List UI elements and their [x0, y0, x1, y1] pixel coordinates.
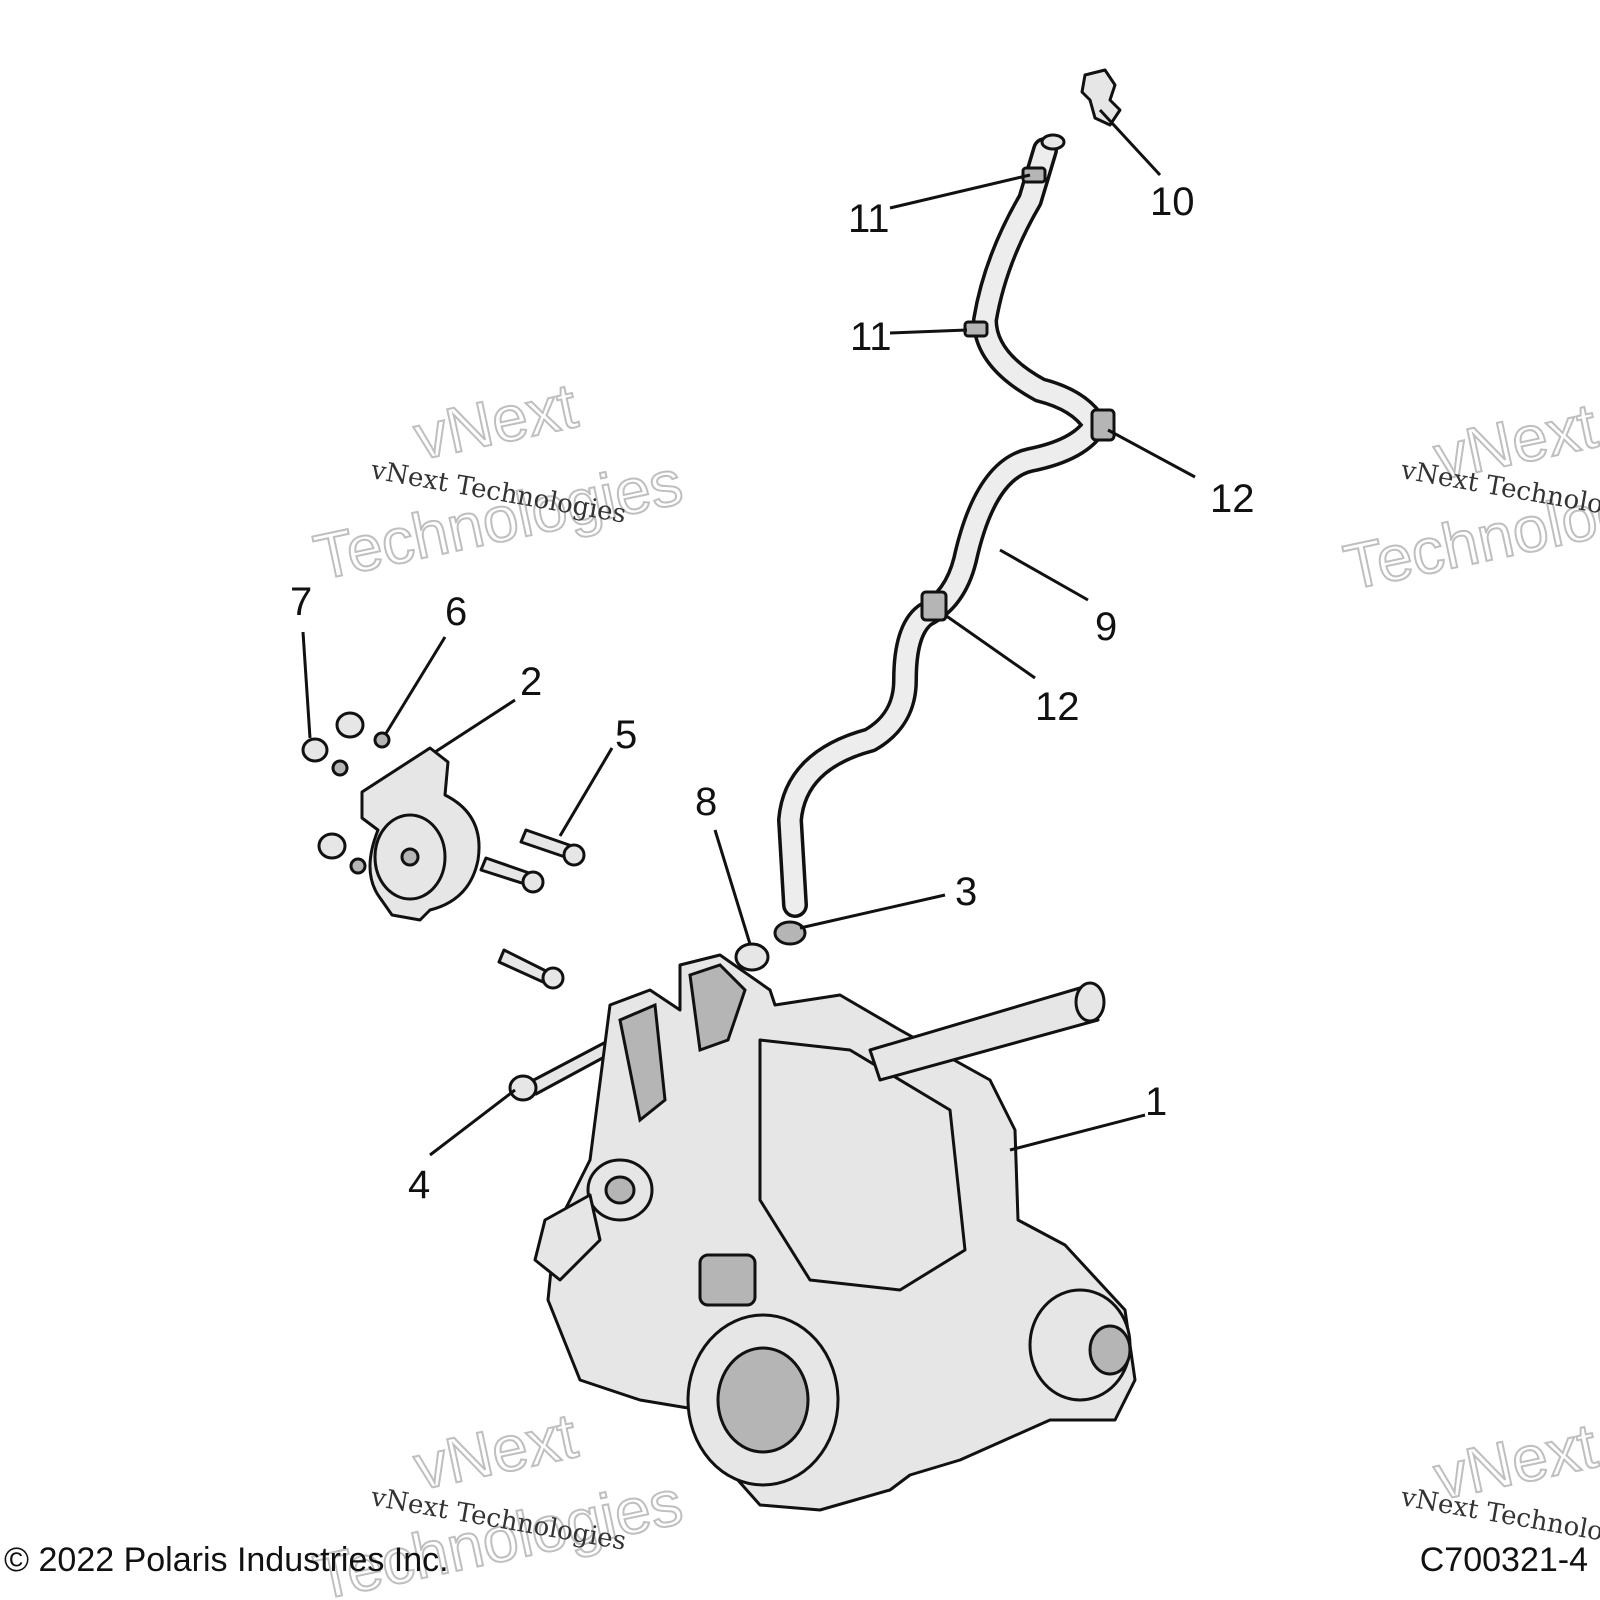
mount-bolts: [479, 828, 586, 990]
hose-clip-middle: [963, 320, 989, 338]
watermark-top-right: vNext Technologies vNext Technologies: [1337, 388, 1600, 604]
callout-8: 8: [695, 780, 717, 824]
copyright-notice: © 2022 Polaris Industries Inc.: [4, 1541, 449, 1579]
hose-end-clamp: [773, 920, 807, 946]
mount-nuts: [301, 711, 365, 860]
callout-7: 7: [290, 580, 312, 624]
hose-clip-upper: [1021, 166, 1047, 184]
hose-clamp-lower: [920, 590, 948, 622]
watermark-bottom-left: vNext Technologies vNext Technologies: [307, 1398, 689, 1600]
vent-fitting: [1080, 68, 1122, 127]
callout-9: 9: [1095, 605, 1117, 649]
transmission-assembly: [533, 953, 1137, 1512]
callout-3: 3: [955, 870, 977, 914]
callout-4: 4: [408, 1163, 430, 1207]
watermark-top-left: vNext Technologies vNext Technologies: [307, 368, 689, 594]
callout-6: 6: [445, 590, 467, 634]
vent-hose: [777, 133, 1108, 918]
callout-12-upper: 12: [1210, 477, 1255, 521]
transmission-bolt: [508, 1041, 612, 1102]
callout-2: 2: [520, 660, 542, 704]
svg-text:vNext: vNext: [408, 369, 583, 473]
svg-text:vNext: vNext: [408, 1399, 583, 1503]
hose-clamp-upper: [1090, 408, 1116, 442]
watermark-bottom-right: vNext vNext Technologies: [1398, 1408, 1600, 1557]
callout-numbers: 1 2 3 4 5 6 7 8 9 10 11 11 12 12: [290, 180, 1255, 1207]
callout-1: 1: [1145, 1080, 1167, 1124]
callout-11-lower: 11: [850, 315, 892, 359]
callout-11-upper: 11: [848, 197, 890, 241]
mount-washers: [331, 731, 391, 875]
callout-10: 10: [1150, 180, 1195, 224]
callout-5: 5: [615, 713, 637, 757]
leader-lines: [301, 108, 1196, 1157]
callout-12-lower: 12: [1035, 685, 1080, 729]
bushing: [734, 942, 770, 972]
figure-code: C700321-4: [1419, 1541, 1588, 1579]
svg-text:Technologies: Technologies: [308, 446, 688, 594]
engine-mount: [360, 746, 481, 922]
